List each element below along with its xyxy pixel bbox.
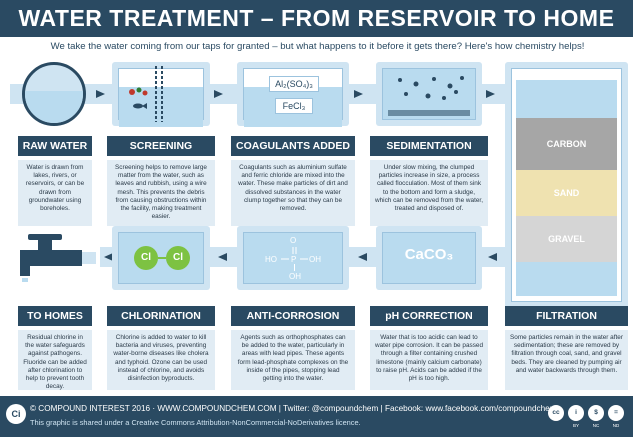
anti-corrosion-label: ANTI-CORROSION AGENTS bbox=[231, 306, 355, 342]
attribution-icon: i bbox=[568, 405, 584, 421]
to-homes-desc: Residual chlorine in the water safeguard… bbox=[18, 330, 92, 390]
carbon-layer: CARBON bbox=[516, 118, 617, 170]
cc-label-nc: NC bbox=[592, 423, 600, 428]
sedimentation-box bbox=[376, 62, 482, 126]
coagulants-label: COAGULANTS ADDED bbox=[231, 136, 355, 156]
phosphate-ho-left: HO bbox=[265, 255, 277, 264]
anti-corrosion-desc: Agents such as orthophosphates can be ad… bbox=[231, 330, 355, 390]
calcium-carbonate-formula: CaCO₃ bbox=[404, 246, 454, 263]
to-homes-label: TO HOMES bbox=[18, 306, 92, 326]
flow-arrow-icon bbox=[214, 90, 223, 98]
cc-label-by: BY bbox=[572, 423, 579, 428]
water-tap-icon bbox=[20, 234, 96, 282]
footer bbox=[0, 396, 633, 437]
ferric-chloride-formula: FeCl₃ bbox=[275, 98, 313, 114]
screening-desc: Screening helps to remove large matter f… bbox=[107, 160, 215, 226]
filtration-desc: Some particles remain in the water after… bbox=[505, 330, 628, 390]
flow-arrow-icon bbox=[104, 253, 113, 261]
orthophosphate-structure-icon bbox=[281, 247, 308, 271]
chlorination-box: Cl Cl bbox=[112, 226, 210, 290]
screening-label: SCREENING bbox=[107, 136, 215, 156]
flow-arrow-icon bbox=[488, 253, 497, 261]
chlorination-desc: Chlorine is added to water to kill bacte… bbox=[107, 330, 215, 390]
ph-correction-label: pH CORRECTION bbox=[370, 306, 488, 326]
title-bar bbox=[0, 0, 633, 37]
flow-arrow-icon bbox=[358, 253, 367, 261]
screening-box bbox=[112, 62, 210, 127]
raw-water-reservoir-icon bbox=[22, 62, 86, 126]
coagulants-desc: Coagulants such as aluminium sulfate and… bbox=[231, 160, 355, 226]
ph-correction-box: CaCO₃ bbox=[376, 226, 482, 290]
footer-credits: © COMPOUND INTEREST 2016 · WWW.COMPOUNDC… bbox=[30, 404, 557, 413]
flow-arrow-icon bbox=[218, 253, 227, 261]
coagulants-box: Al₂(SO₄)₃ FeCl₃ bbox=[237, 62, 349, 127]
footer-licence: This graphic is shared under a Creative … bbox=[30, 418, 361, 427]
chlorine-atom-1-label: Cl bbox=[141, 252, 151, 263]
screen-mesh-icon bbox=[129, 66, 163, 122]
sand-layer: SAND bbox=[516, 170, 617, 216]
filtration-label: FILTRATION bbox=[505, 306, 628, 326]
chlorine-bond bbox=[158, 257, 166, 259]
phosphate-oh-right: OH bbox=[309, 255, 321, 264]
sediment-particles-icon bbox=[388, 76, 470, 116]
chlorine-atom-2-label: Cl bbox=[173, 252, 183, 263]
flow-arrow-icon bbox=[96, 90, 105, 98]
raw-water-label: RAW WATER bbox=[18, 136, 92, 156]
cc-label-nd: ND bbox=[612, 423, 620, 428]
gravel-layer: GRAVEL bbox=[516, 216, 617, 262]
flow-arrow-icon bbox=[354, 90, 363, 98]
anti-corrosion-box: O HO P OH OH bbox=[237, 226, 349, 290]
sedimentation-label: SEDIMENTATION bbox=[370, 136, 488, 156]
chlorination-label: CHLORINATION bbox=[107, 306, 215, 326]
raw-water-desc: Water is drawn from lakes, rivers, or re… bbox=[18, 160, 92, 226]
noderivatives-icon: = bbox=[608, 405, 624, 421]
phosphate-oh-bottom: OH bbox=[289, 272, 301, 281]
cc-license-icon: cc bbox=[548, 405, 564, 421]
phosphate-p-center: P bbox=[291, 255, 297, 264]
ph-correction-desc: Water that is too acidic can lead to wat… bbox=[370, 330, 488, 390]
compound-interest-logo: Ci bbox=[6, 404, 26, 424]
page-title: WATER TREATMENT – FROM RESERVOIR TO HOME bbox=[18, 5, 615, 31]
noncommercial-icon: $ bbox=[588, 405, 604, 421]
page-subtitle: We take the water coming from our taps f… bbox=[50, 41, 585, 52]
aluminium-sulfate-formula: Al₂(SO₄)₃ bbox=[269, 76, 319, 92]
chlorine-atom-icon: Cl bbox=[134, 246, 158, 270]
sedimentation-desc: Under slow mixing, the clumped particles… bbox=[370, 160, 488, 226]
flow-arrow-icon bbox=[486, 90, 495, 98]
phosphate-o-top: O bbox=[290, 236, 297, 245]
filtration-column: CARBON SAND GRAVEL bbox=[505, 62, 628, 308]
chlorine-atom-icon: Cl bbox=[166, 246, 190, 270]
